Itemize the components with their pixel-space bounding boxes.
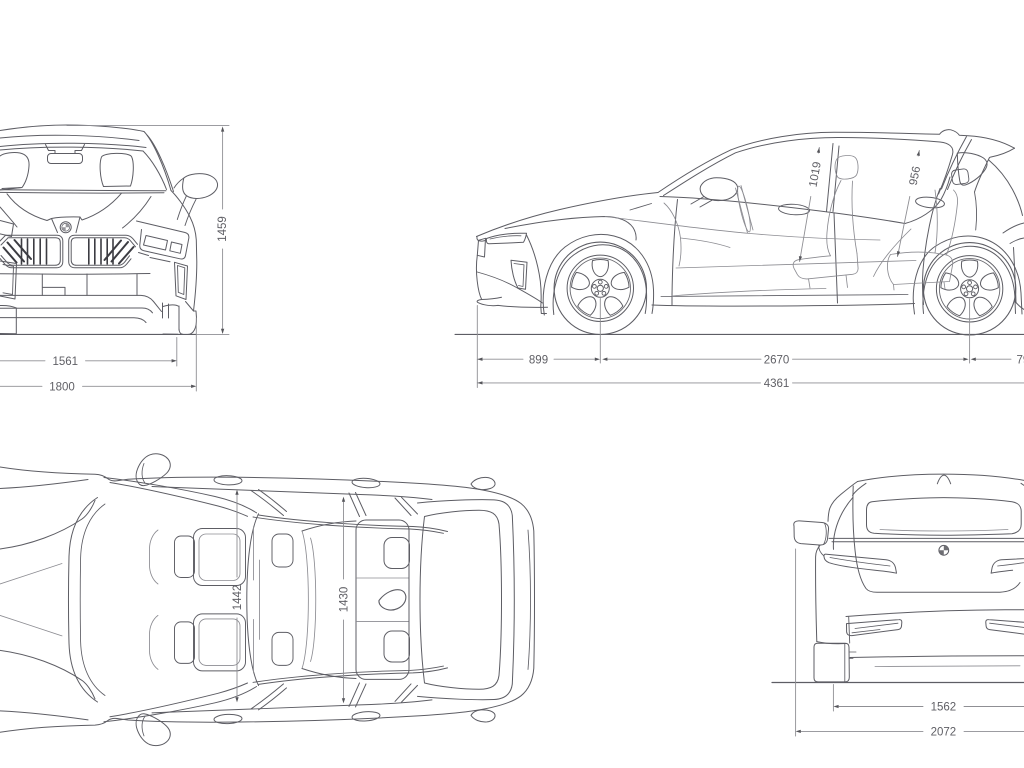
svg-text:956: 956 [908,165,924,186]
svg-text:2072: 2072 [931,726,957,738]
svg-text:4361: 4361 [764,378,790,390]
svg-text:1442: 1442 [232,585,244,611]
svg-text:1019: 1019 [808,161,824,188]
svg-text:1561: 1561 [53,356,79,368]
svg-text:1800: 1800 [49,381,75,393]
svg-text:1562: 1562 [931,701,957,713]
svg-text:1430: 1430 [338,587,350,613]
svg-text:1459: 1459 [217,216,229,242]
svg-text:792: 792 [1017,354,1024,366]
svg-text:899: 899 [529,354,548,366]
svg-text:2670: 2670 [764,354,790,366]
